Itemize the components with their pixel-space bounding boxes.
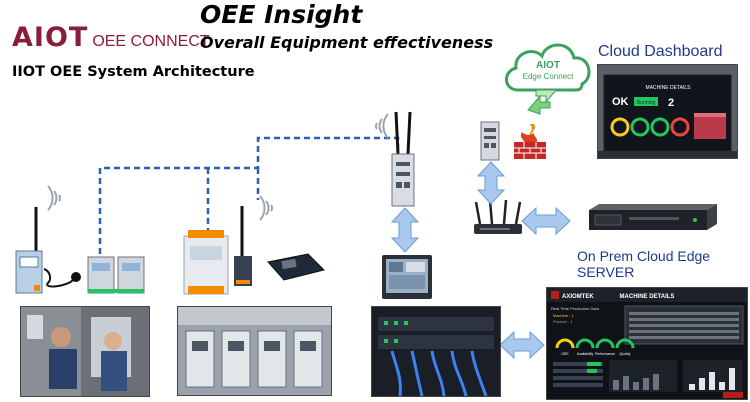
cloud-dashboard-screenshot: MACHINE DETAILS OK Running 2 (597, 64, 738, 159)
server-label: On Prem Cloud Edge SERVER (577, 248, 711, 280)
panel-title: MACHINE DETAILS (620, 294, 675, 300)
arrow-edge-router (476, 161, 506, 205)
arrow-gateway-panel (390, 207, 420, 253)
iot-gateway-device (391, 111, 415, 207)
arrow-scada-panel (499, 330, 545, 360)
gauge-label-availability: Availability (577, 352, 594, 356)
panel-machine: Machine - 1 (553, 313, 575, 318)
logo-suffix: OEE CONNECT (92, 33, 210, 50)
wifi-icon (259, 195, 273, 221)
panel-subtitle: Real Time Production Data (551, 306, 600, 311)
gauge-label-quality: Quality (620, 352, 631, 356)
cloud-dashboard-title: Cloud Dashboard (598, 43, 723, 60)
factory-photo-workers (20, 306, 150, 397)
firewall-icon (514, 124, 546, 159)
page-subtitle: Overall Equipment effectiveness (200, 33, 494, 52)
arrow-router-server (521, 206, 571, 236)
dash-count: 2 (668, 97, 674, 109)
wifi-icon (375, 113, 389, 139)
panel-brand: AXIOMTEK (562, 294, 594, 300)
panel-product: Product - 1 (553, 319, 573, 324)
gauge-label-oee: OEE (561, 352, 569, 356)
edge-server-icon (589, 204, 717, 230)
panel-pc-icon (382, 255, 432, 299)
iot-modules-middle (183, 206, 325, 295)
cloud-line1: AIOT (536, 60, 560, 71)
network-rack-photo (371, 306, 501, 397)
page-title: OEE Insight (200, 0, 363, 29)
logo-brand: AIOT (12, 22, 89, 53)
dash-ok: OK (612, 96, 629, 108)
router-icon (474, 199, 522, 234)
cloud-sync-arrows (527, 89, 558, 115)
sensor-modules-left (15, 207, 145, 294)
factory-photo-machines (177, 306, 332, 396)
aiot-logo: AIOT OEE CONNECT (12, 22, 210, 53)
edge-gateway-device (480, 121, 500, 161)
dash-running: Running (637, 100, 656, 106)
gauge-label-performance: Performance (595, 352, 615, 356)
architecture-label: IIOT OEE System Architecture (12, 64, 255, 80)
panel-gauges (555, 338, 635, 349)
machine-details-dashboard: AXIOMTEK MACHINE DETAILS Real Time Produ… (546, 287, 748, 400)
dash-screen-title: MACHINE DETAILS (646, 85, 692, 91)
dash-gauges (610, 117, 690, 137)
cloud-line2: Edge Connect (523, 72, 574, 81)
cloud-icon: AIOT Edge Connect (505, 43, 591, 92)
wifi-icon (47, 185, 61, 211)
